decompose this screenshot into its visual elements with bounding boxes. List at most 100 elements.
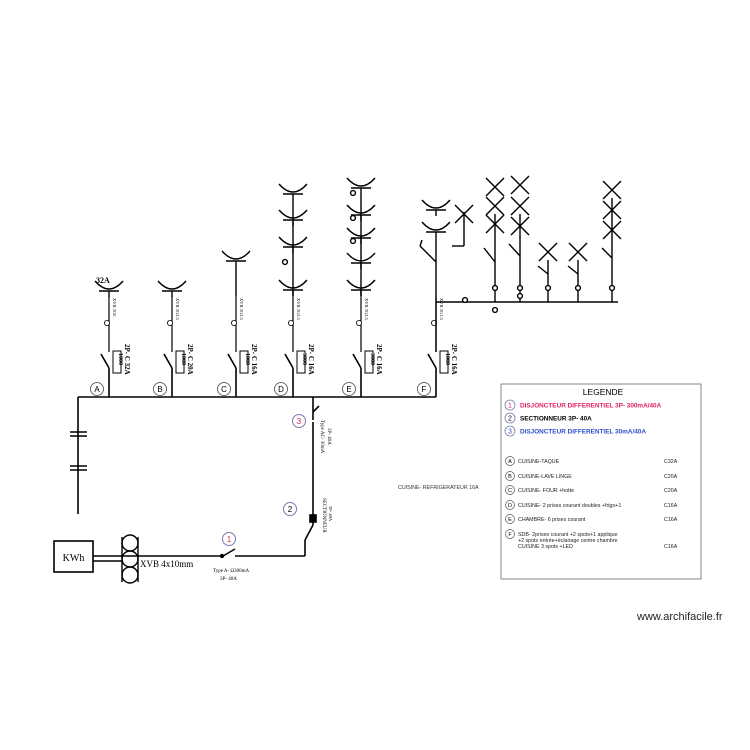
circuit-box	[296, 350, 306, 374]
main-breaker-number: 1	[227, 535, 232, 544]
socket-outlet-icon	[94, 280, 124, 297]
circuit-breaker-label: 2P- C 32A	[123, 344, 131, 375]
legend-circuit-rating: C16A	[664, 517, 678, 523]
legend-device-text: DISJONCTEUR DIFFERENTIEL 30mA/40A	[520, 429, 646, 436]
circuit-junction-dot	[166, 319, 173, 326]
busbar	[77, 396, 436, 514]
legend-circuit-letter: B	[508, 474, 512, 480]
legend-circuit-text-line3: CUISINE 3 spots +LED	[518, 544, 573, 550]
earth-capacitor	[70, 431, 87, 471]
legend-circuit-text: CUISINE- 2 prises courant doubles +frigo…	[518, 503, 621, 509]
circuit-box-label: 1000	[244, 353, 250, 365]
legend-circuit-badge	[505, 456, 515, 466]
socket-outlet-icon	[157, 280, 187, 297]
circuit-badge	[217, 382, 231, 396]
legend-circuit-badge	[505, 500, 515, 510]
meter-label: KWh	[63, 553, 85, 564]
legend-circuit-letter: D	[508, 503, 512, 509]
circuit-badge	[274, 382, 288, 396]
legend-circuit-rating: C20A	[664, 488, 678, 494]
socket-outlet-icon	[278, 183, 308, 200]
disconnector-label: SECTIONNEUR	[321, 498, 326, 533]
junction-dot	[349, 189, 357, 197]
junction-dot	[491, 284, 499, 292]
legend-circuit-text: CUISINE-LAVE LINGE	[518, 474, 572, 480]
lamp-icon	[568, 242, 588, 262]
socket-outlet-icon	[346, 177, 376, 194]
circuit-cable-label: XVB 3G6	[112, 298, 117, 317]
diff-breaker-label: Type AC- 30mA	[319, 420, 324, 454]
junction-dot	[461, 296, 469, 304]
socket-outlet-icon	[421, 221, 451, 238]
circuit-letter: A	[94, 385, 100, 394]
legend-circuit-rating: C16A	[664, 544, 678, 550]
main-breaker	[219, 548, 305, 559]
junction-dot	[516, 284, 524, 292]
circuit-breaker-label: 2P- C 16A	[250, 344, 258, 375]
circuit-box-label: 1000	[117, 353, 123, 365]
circuit-box	[239, 350, 249, 374]
legend-circuit-text: CHAMBRE- 6 prises courant	[518, 517, 586, 523]
circuit-switch-blade	[284, 353, 294, 369]
junction-dot	[574, 284, 582, 292]
wire-line	[601, 247, 613, 259]
lamp-icon	[602, 180, 622, 200]
socket-outlet-icon	[421, 199, 451, 216]
junction-dot	[516, 292, 524, 300]
circuit-letter: E	[346, 385, 351, 394]
circuit-cable-label: XVB 3G2.5	[239, 298, 244, 321]
circuit-badge	[90, 382, 104, 396]
legend-device-badge	[504, 425, 516, 437]
legend-device-item: 2 SECTIONNEUR 3P- 40A	[504, 412, 592, 424]
legend-device-number: 1	[508, 403, 512, 410]
circuit-switch-blade	[352, 353, 362, 369]
circuit-breaker-label: 2P- C 16A	[450, 344, 458, 375]
circuit-a-top-label: 32A	[96, 276, 110, 285]
legend-device-number: 2	[508, 416, 512, 423]
legend-circuit-rating: C16A	[664, 503, 678, 509]
main-breaker-rating: 3P- 40A	[220, 577, 237, 582]
legend-circuit-rating: C32A	[664, 459, 678, 465]
legend-device-badge	[504, 399, 516, 411]
loads-group	[94, 175, 622, 352]
lamp-icon	[510, 175, 530, 195]
circuit-box	[112, 350, 122, 374]
wire-line	[419, 239, 423, 247]
circuit-box	[175, 350, 185, 374]
circuit-box	[364, 350, 374, 374]
legend-circuit-letter: F	[508, 532, 512, 538]
circuit-cable-label: XVB 3G2.5	[364, 298, 369, 321]
circuit-breaker-label: 2P- C 16A	[375, 344, 383, 375]
junction-dot	[349, 214, 357, 222]
disconnector-rating: 3P- 40A	[328, 506, 333, 522]
circuit-letter: F	[422, 385, 427, 394]
legend-circuit-letter: A	[508, 459, 512, 465]
legend-circuit-text: CUISINE- FOUR +hotte	[518, 488, 574, 494]
circuit-badge	[153, 382, 167, 396]
circuit-breaker-label: 2P- C 16A	[307, 344, 315, 375]
lamp-icon	[454, 204, 474, 224]
junction-dot	[349, 237, 357, 245]
legend-circuit-badge	[505, 485, 515, 495]
circuit-switch-blade	[100, 353, 110, 369]
legend-circuit-letter: E	[508, 517, 512, 523]
junction-dot	[544, 284, 552, 292]
wire-line	[537, 265, 549, 275]
lamp-icon	[538, 242, 558, 262]
legend-device-text: SECTIONNEUR 3P- 40A	[520, 416, 592, 423]
circuit-badge	[342, 382, 356, 396]
circuit-box-label: 1000	[444, 353, 450, 365]
meter: KWh	[53, 540, 94, 573]
supply-cable	[93, 534, 223, 584]
